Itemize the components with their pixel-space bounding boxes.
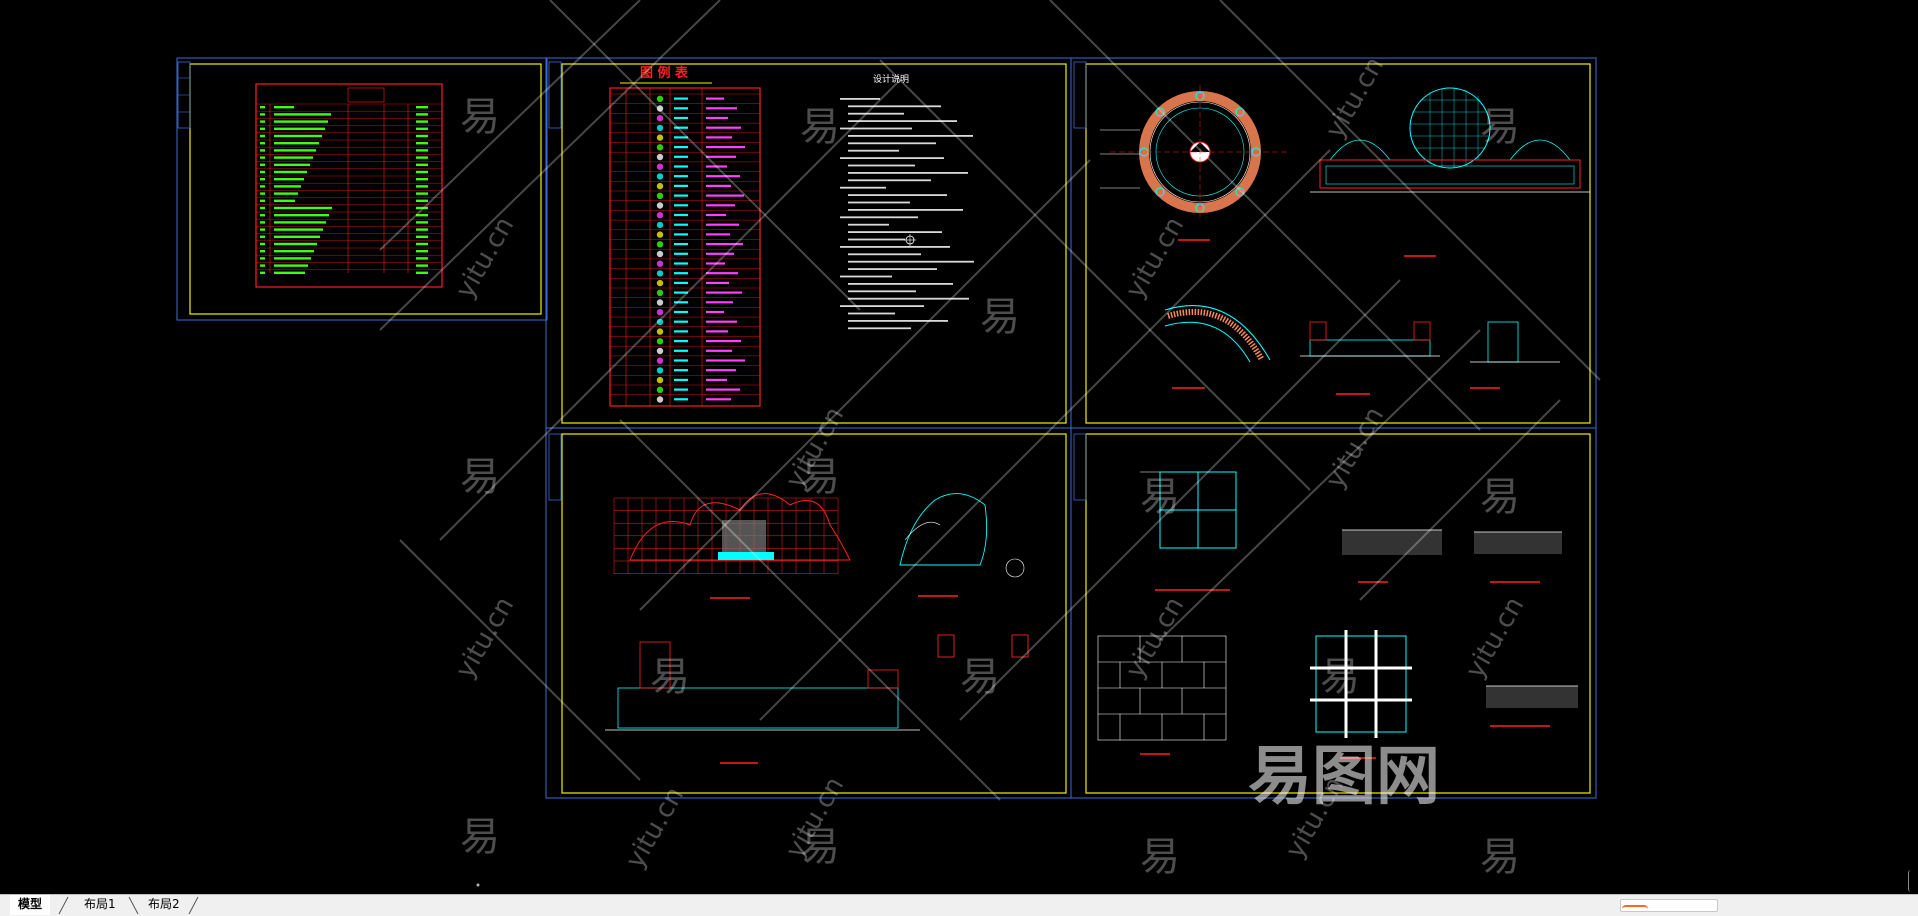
sheet-materials-table[interactable] (176, 57, 548, 321)
paving-section-b (1474, 531, 1562, 583)
watermark-char: 易 (650, 654, 690, 700)
watermark-char: 易 (1480, 474, 1520, 520)
paving-plan-grid (1310, 630, 1412, 759)
watermark-site: yitu.cn (620, 782, 690, 873)
tab-separator (188, 896, 199, 915)
watermark-site: yitu.cn (1120, 212, 1190, 303)
sheet-rockery-pool[interactable] (545, 427, 1072, 799)
watermark-char: 易 (460, 454, 500, 500)
tab-model[interactable]: 模型 (10, 895, 51, 915)
tab-separator (58, 896, 69, 915)
pool-section (605, 634, 1029, 764)
design-notes-title: 设计说明 (873, 73, 909, 85)
sheet-legend-notes[interactable]: 图 例 表 设计说明 (545, 57, 1072, 429)
paving-section-a (1342, 529, 1442, 583)
arc-wall-plan (1164, 305, 1271, 389)
rockery-side-elevation (899, 493, 1025, 597)
watermark-char: 易 (800, 824, 840, 870)
legend-title: 图 例 表 (640, 65, 689, 81)
planter-section (1300, 321, 1440, 395)
watermark-char: 易 (800, 454, 840, 500)
sheet-fountain-details[interactable] (1070, 57, 1597, 429)
edge-detail-section (1470, 321, 1560, 389)
watermark-char: 易 (960, 654, 1000, 700)
watermark-site: yitu.cn (450, 212, 520, 303)
watermark-site: yitu.cn (1320, 402, 1390, 493)
materials-table-grid (255, 83, 443, 288)
paving-section-c (1486, 685, 1578, 727)
tab-layout2[interactable]: 布局2 (148, 897, 180, 911)
fountain-ball-section (1310, 87, 1590, 257)
vertical-scroll-indicator[interactable] (1908, 870, 1915, 892)
watermark-site: yitu.cn (450, 592, 520, 683)
legend-table-grid (609, 87, 761, 407)
cad-drawing-canvas: 图 例 表 设计说明 (176, 0, 1601, 887)
stone-wall-elevation (1097, 635, 1227, 755)
paving-plan-large (1140, 471, 1237, 591)
watermark-char: 易 (1140, 834, 1180, 880)
watermark-char: 易 (1320, 654, 1360, 700)
watermark-char: 易 (1480, 834, 1520, 880)
watermark-char: 易 (460, 814, 500, 860)
cad-model-viewport[interactable]: 图 例 表 设计说明 (0, 0, 1918, 894)
watermark-char: 易 (1140, 474, 1180, 520)
scroll-indicator-icon (1622, 905, 1648, 913)
watermark-site: yitu.cn (1460, 592, 1530, 683)
fountain-plan-drawing (1100, 85, 1290, 241)
watermark-char: 易 (1480, 104, 1520, 150)
watermark-char: 易 (460, 94, 500, 140)
layout-tab-bar: 模型 布局1 布局2 (0, 894, 1918, 916)
watermark-char: 易 (800, 104, 840, 150)
tab-separator (128, 896, 139, 915)
tab-layout1[interactable]: 布局1 (84, 897, 116, 911)
watermark-char: 易 (980, 294, 1020, 340)
watermark-site: yitu.cn (1120, 592, 1190, 683)
watermark-site: yitu.cn (1320, 52, 1390, 143)
design-notes-text (840, 98, 974, 330)
watermark-layer: 易易易易易易易易易易易易易易易 yitu.cnyitu.cnyitu.cnyit… (379, 0, 1601, 880)
rockery-elevation (613, 493, 851, 599)
sheet-paving-details[interactable] (1070, 427, 1597, 799)
watermark-brand: 易图网 (1248, 740, 1440, 814)
